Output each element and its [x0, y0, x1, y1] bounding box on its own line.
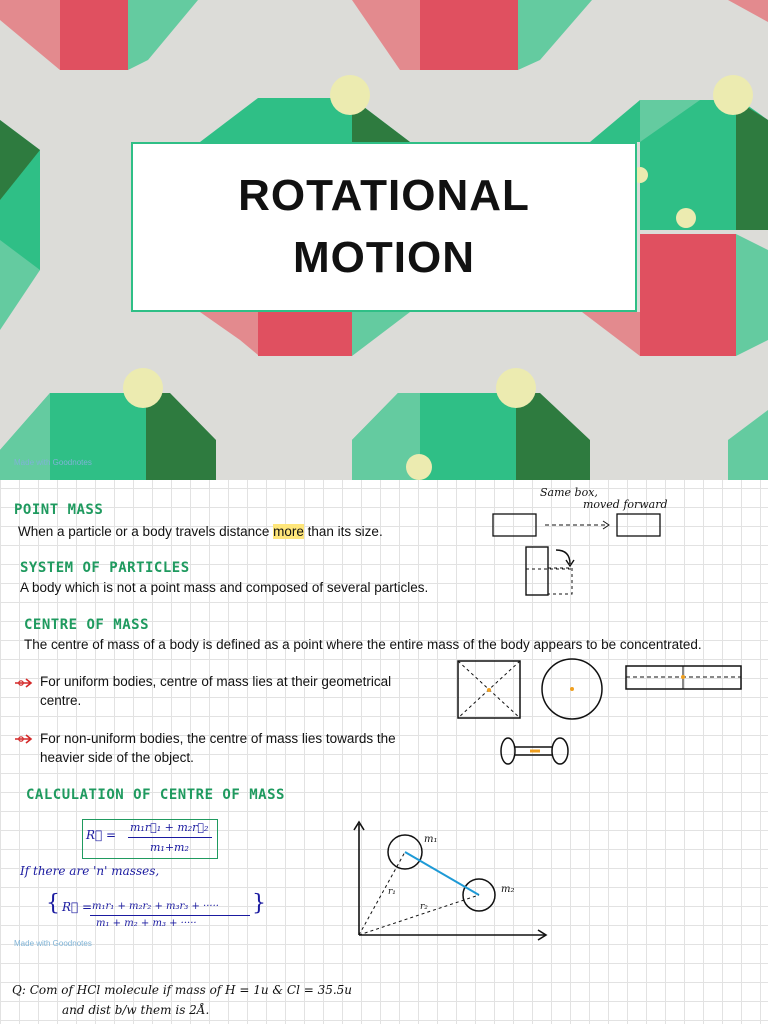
bullet-arrow-icon: [15, 734, 33, 744]
n-masses-line: If there are 'n' masses,: [20, 864, 160, 878]
formula-denominator: m₁+m₂: [150, 841, 189, 854]
annotation-moved-forward: moved forward: [583, 498, 668, 511]
cover-watermark: Made with Goodnotes: [14, 458, 92, 467]
box-rotating: [525, 546, 549, 596]
label-r1: r₁: [388, 887, 396, 897]
diagrams-layer: m₁ m₂ r₁ r₂: [353, 513, 742, 941]
formula-box: [82, 819, 218, 859]
formula-numerator: m₁r⃗₁ + m₂r⃗₂: [130, 821, 209, 834]
circle-body: [541, 658, 603, 720]
bullet-arrow-icon: [15, 678, 33, 688]
title-line-2: MOTION: [293, 233, 475, 282]
box-rotated-ghost: [547, 567, 573, 595]
dumbbell-large-end: [551, 737, 569, 765]
position-vector-r1: [358, 851, 406, 936]
annotation-same-box: Same box,: [540, 486, 598, 499]
notes-page: POINT MASS When a particle or a body tra…: [0, 480, 768, 1024]
com-dot: [570, 687, 574, 691]
point-mass-text-start: When a particle or a body travels distan…: [18, 524, 274, 539]
com-dot: [487, 688, 491, 692]
cover-page: ROTATIONAL MOTION Made with Goodnotes: [0, 0, 768, 480]
general-fraction-bar: [90, 915, 250, 916]
centre-of-mass-definition: The centre of mass of a body is defined …: [24, 637, 702, 652]
brace-left: {: [46, 891, 60, 916]
position-vector-r2: [358, 894, 480, 936]
square-body: [457, 660, 521, 719]
label-m1: m₁: [424, 834, 438, 845]
box-before: [492, 513, 537, 537]
heading-calculation-of-com: CALCULATION OF CENTRE OF MASS: [26, 787, 285, 803]
question-line-1: Q: Com of HCl molecule if mass of H = 1u…: [12, 983, 353, 997]
bullet-uniform-bodies: For uniform bodies, centre of mass lies …: [40, 674, 392, 708]
geometric-pattern: [0, 0, 768, 480]
box-after: [616, 513, 661, 537]
heading-centre-of-mass: CENTRE OF MASS: [24, 617, 150, 633]
bullet-non-uniform-bodies: For non-uniform bodies, the centre of ma…: [40, 731, 396, 765]
point-mass-text-end: than its size.: [303, 524, 383, 539]
title-card: ROTATIONAL MOTION: [131, 142, 637, 312]
notes-watermark: Made with Goodnotes: [14, 939, 92, 948]
fraction-bar: [128, 837, 212, 838]
title-line-1: ROTATIONAL: [238, 171, 530, 220]
heading-point-mass: POINT MASS: [14, 502, 104, 518]
mass-1: [387, 834, 423, 870]
point-mass-definition: When a particle or a body travels distan…: [18, 522, 383, 541]
general-denominator: m₁ + m₂ + m₃ + ·····: [96, 918, 197, 929]
general-formula-lhs: R⃗ =: [62, 900, 93, 914]
formula-lhs: R⃗ =: [86, 828, 117, 842]
heading-system-of-particles: SYSTEM OF PARTICLES: [20, 560, 190, 576]
question-line-2: and dist b/w them is 2Å.: [62, 1003, 210, 1017]
com-connector: [404, 851, 480, 896]
highlighted-word: more: [273, 524, 304, 539]
label-r2: r₂: [420, 902, 428, 912]
system-of-particles-definition: A body which is not a point mass and com…: [20, 580, 429, 595]
rotation-arrow: [555, 549, 571, 565]
label-m2: m₂: [501, 884, 515, 895]
mass-2: [462, 878, 496, 912]
brace-right: }: [252, 891, 266, 916]
general-numerator: m₁r₁ + m₂r₂ + m₃r₃ + ·····: [92, 901, 219, 912]
dumbbell-small-end: [500, 737, 516, 765]
com-dot: [681, 675, 685, 679]
